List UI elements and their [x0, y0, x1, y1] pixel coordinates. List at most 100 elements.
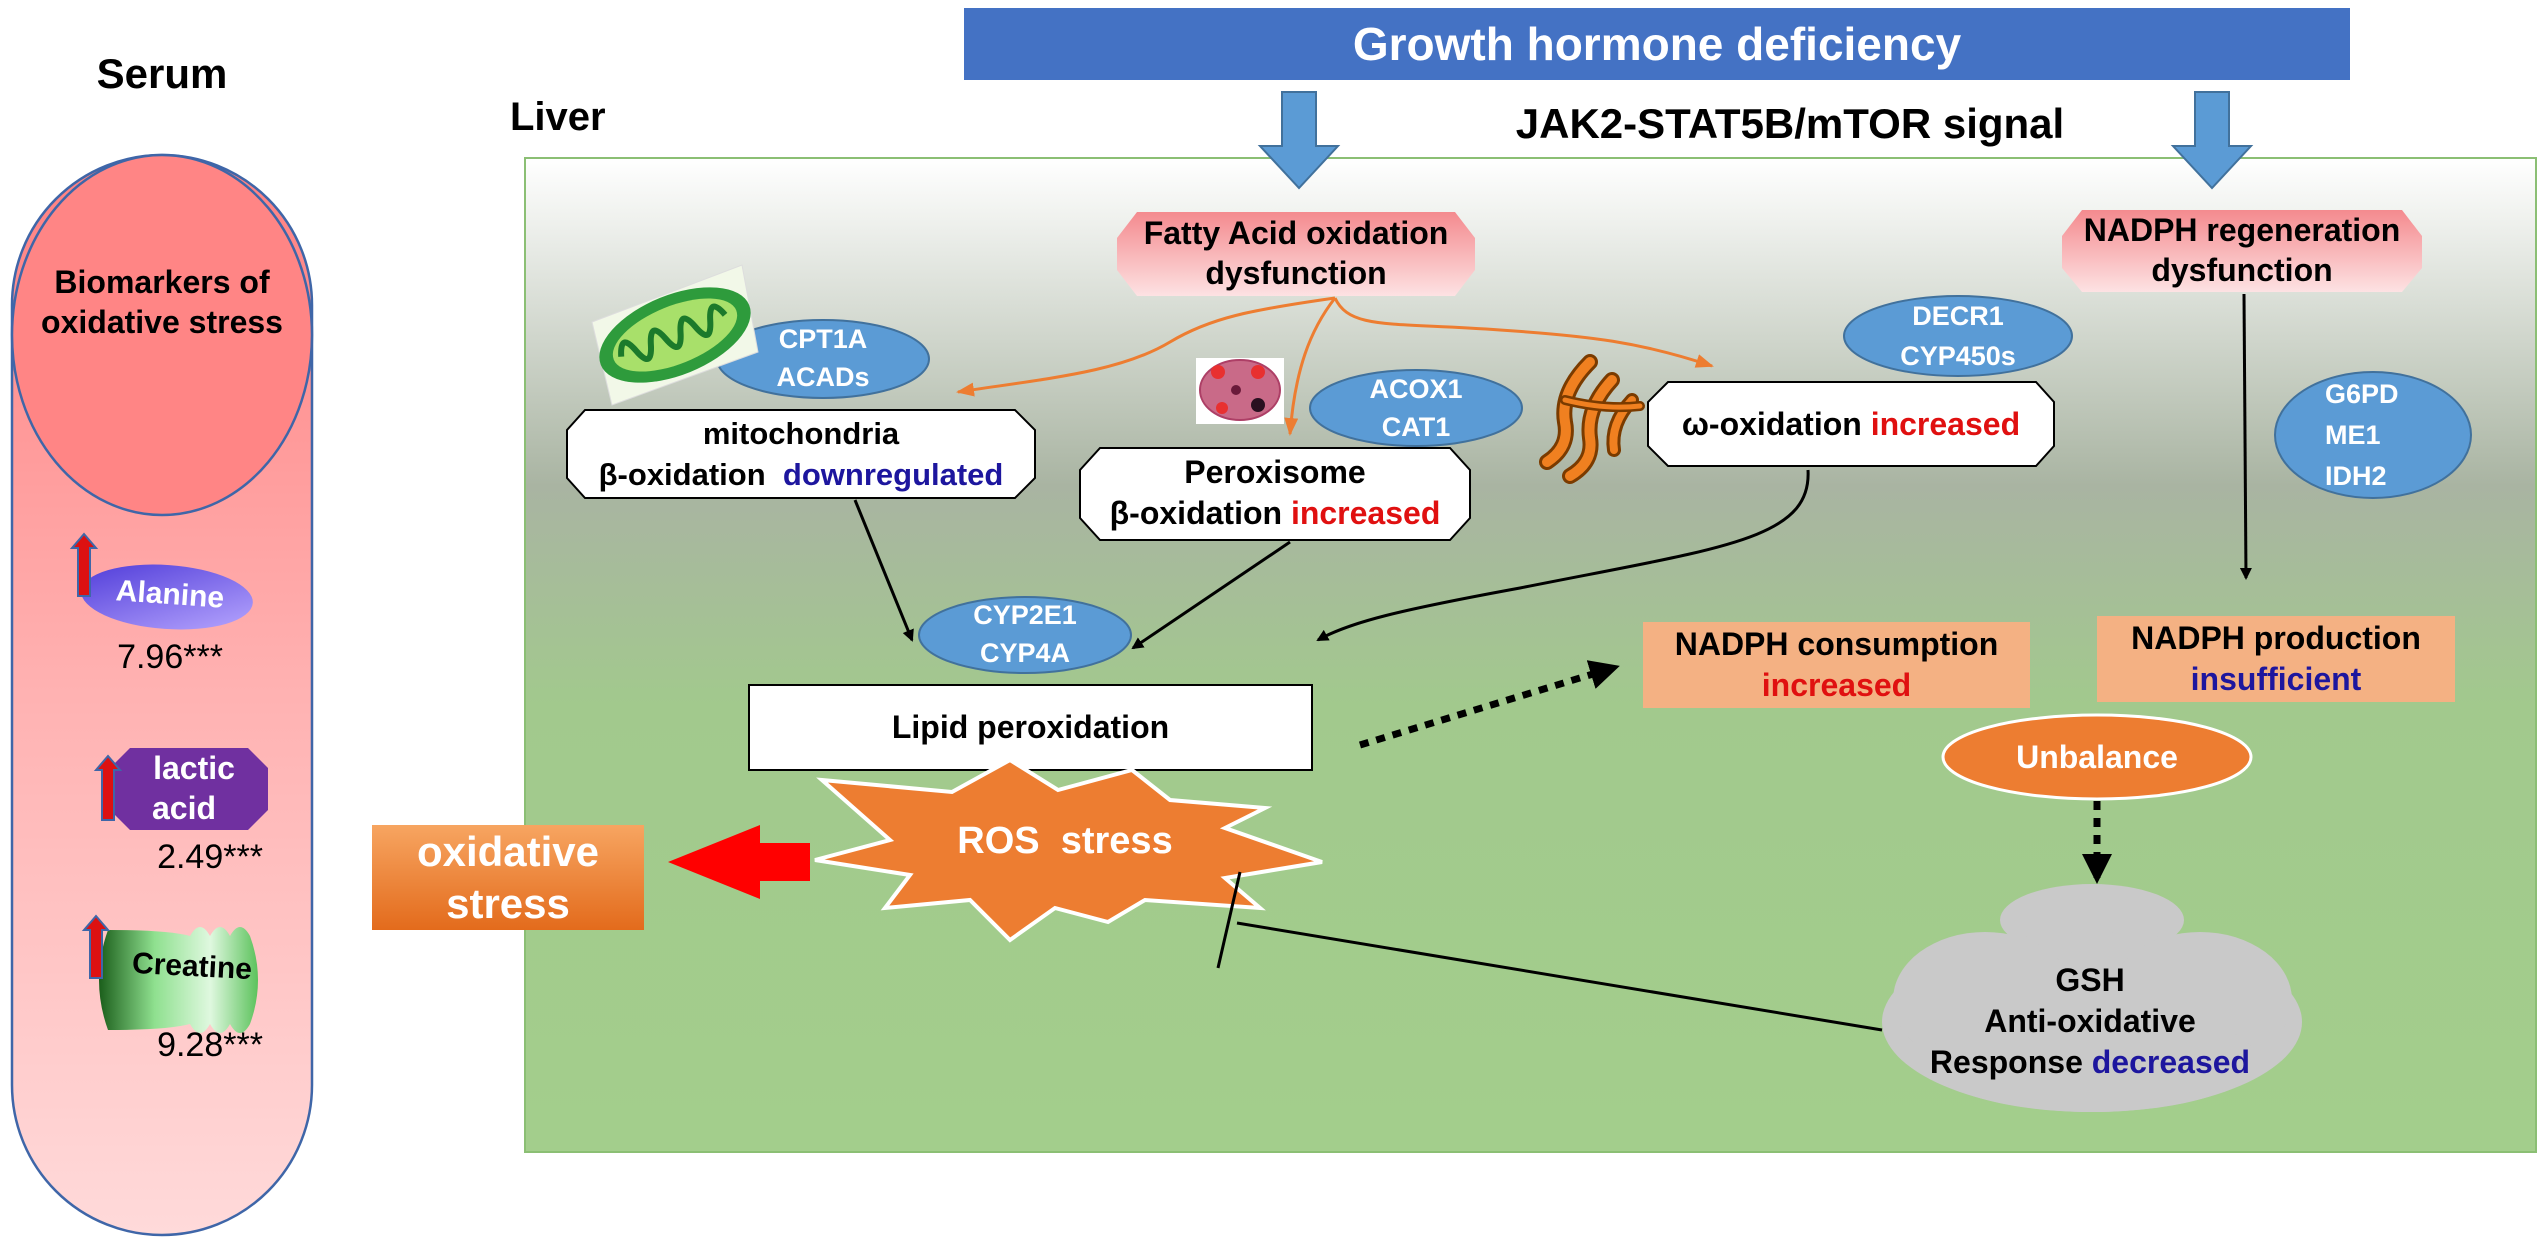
gsh-line1: GSH	[2055, 962, 2125, 998]
arrow-perox-to-lipid	[1131, 540, 1291, 650]
fao-line2: dysfunction	[1205, 255, 1387, 291]
gsh-line3: Response decreased	[1880, 1042, 2300, 1083]
mito-line1: mitochondria	[702, 416, 900, 451]
serum-heading-line2: oxidative stress	[41, 304, 283, 340]
mito-line2: β-oxidation downregulated	[567, 454, 1035, 495]
red-arrow-stripe	[803, 849, 806, 875]
gsh-prefix: Response	[1929, 1044, 2083, 1080]
lactic-acid-line2: acid	[152, 790, 217, 826]
nadph-regen-box	[2062, 210, 2422, 292]
perox-box	[1079, 447, 1471, 541]
gene-acox1: ACOX1	[1369, 374, 1463, 404]
gsh-text: GSH Anti-oxidative Response decreased	[1880, 960, 2300, 1083]
gene-acads: ACADs	[776, 362, 870, 392]
alanine-value: 7.96***	[117, 638, 223, 676]
perox-line2: β-oxidation increased	[1080, 493, 1470, 534]
fao-dysfunction-box	[1117, 212, 1475, 296]
ros-text: ROS stress	[957, 820, 1173, 862]
gene-labels-cyp2e1-cyp4a: CYP2E1 CYP4A	[919, 596, 1131, 672]
up-arrow-icon	[69, 532, 99, 597]
gsh-status: decreased	[2091, 1044, 2251, 1080]
gsh-cloud	[1882, 884, 2302, 1112]
nadph-regen-text: NADPH regeneration dysfunction	[2062, 210, 2422, 290]
gene-ellipse-decr1-cyp450s	[1843, 295, 2073, 377]
creatine-shape	[99, 927, 258, 1033]
unbalance-text: Unbalance	[2016, 739, 2178, 775]
serum-heading: Biomarkers of oxidative stress	[22, 262, 302, 342]
perox-line1: Peroxisome	[1184, 454, 1366, 490]
orange-arrow-to-mito	[956, 296, 1336, 397]
perox-status: increased	[1290, 495, 1441, 531]
up-arrow-icon	[93, 754, 123, 821]
omega-text: ω-oxidation increased	[1648, 404, 2054, 444]
gene-labels-decr1-cyp450s: DECR1 CYP450s	[1844, 296, 2072, 376]
orange-arrow-to-omega	[1333, 297, 1714, 368]
nadph-consumption-text: NADPH consumption increased	[1643, 624, 2030, 706]
mitochondrion-icon	[591, 264, 759, 406]
unbalance-ellipse	[1941, 713, 2253, 801]
oxidative-stress-text: oxidative stress	[372, 826, 644, 930]
gene-decr1: DECR1	[1912, 301, 2004, 331]
oxidative-stress-box	[372, 825, 644, 930]
down-arrow-left	[1257, 91, 1341, 190]
nadph-consumption-box	[1643, 622, 2030, 708]
gene-labels-g6pd-me1-idh2: G6PD ME1 IDH2	[2275, 374, 2471, 497]
fao-dysfunction-text: Fatty Acid oxidation dysfunction	[1117, 213, 1475, 293]
arrow-omega-to-lipid	[1316, 469, 1810, 642]
arrow-mito-to-lipid	[853, 499, 914, 642]
omega-prefix: ω-oxidation	[1681, 406, 1862, 442]
gene-cyp4a: CYP4A	[979, 638, 1071, 668]
liver-label: Liver	[510, 95, 606, 139]
ros-starburst	[814, 757, 1323, 943]
down-arrow-right	[2170, 91, 2254, 190]
serum-heading-line1: Biomarkers of	[54, 264, 270, 300]
gsh-line2: Anti-oxidative	[1984, 1003, 2196, 1039]
mito-text: mitochondria β-oxidation downregulated	[567, 413, 1035, 495]
gene-labels-cpt1a-acads: CPT1A ACADs	[717, 320, 929, 396]
signal-label: JAK2-STAT5B/mTOR signal	[1515, 100, 2065, 147]
mito-status: downregulated	[782, 457, 1004, 492]
endoplasmic-reticulum-icon	[1539, 354, 1645, 484]
lactic-acid-shape	[110, 748, 268, 830]
gene-ellipse-cyp2e1-cyp4a	[918, 596, 1132, 674]
lactic-acid-value: 2.49***	[157, 838, 263, 876]
creatine-value: 9.28***	[157, 1026, 263, 1064]
nadph-production-box	[2097, 616, 2455, 702]
gene-g6pd: G6PD	[2325, 379, 2399, 409]
omega-box	[1647, 381, 2055, 467]
serum-label: Serum	[96, 50, 228, 97]
fao-line1: Fatty Acid oxidation	[1143, 215, 1449, 251]
arrow-regen-to-production	[2239, 293, 2252, 580]
banner-title: Growth hormone deficiency	[964, 8, 2350, 80]
lactic-acid-label: lactic acid	[120, 748, 268, 828]
inhibition-bar	[1216, 871, 1242, 969]
alanine-shape	[81, 564, 253, 630]
nadph-production-text: NADPH production insufficient	[2097, 618, 2455, 700]
red-arrow-stripe	[796, 849, 799, 875]
lipid-text: Lipid peroxidation	[891, 709, 1170, 745]
mito-box	[566, 409, 1036, 499]
gene-cat1: CAT1	[1381, 412, 1451, 442]
nadph-production-line1: NADPH production	[2131, 620, 2421, 656]
peroxisome-icon	[1196, 358, 1284, 424]
dotted-arrow-lipid-to-consumption	[1358, 660, 1620, 749]
gene-idh2: IDH2	[2325, 461, 2387, 491]
up-arrow-icon	[81, 914, 111, 979]
orange-arrow-to-perox	[1284, 297, 1337, 436]
inhibition-line	[1236, 921, 1883, 1032]
gene-ellipse-g6pd-me1-idh2	[2274, 371, 2472, 499]
perox-prefix: β-oxidation	[1109, 495, 1283, 531]
gene-cpt1a: CPT1A	[778, 324, 868, 354]
gene-me1: ME1	[2325, 420, 2381, 450]
lipid-box	[748, 684, 1313, 771]
red-arrow	[668, 825, 810, 899]
gene-ellipse-acox1-cat1	[1309, 369, 1523, 447]
lactic-acid-line1: lactic	[153, 750, 235, 786]
nadph-regen-line2: dysfunction	[2151, 252, 2333, 288]
omega-status: increased	[1870, 406, 2021, 442]
nadph-regen-line1: NADPH regeneration	[2083, 212, 2401, 248]
oxidative-line2: stress	[446, 880, 570, 927]
gene-cyp450s: CYP450s	[1900, 341, 2016, 371]
nadph-consumption-line1: NADPH consumption	[1674, 626, 1999, 662]
